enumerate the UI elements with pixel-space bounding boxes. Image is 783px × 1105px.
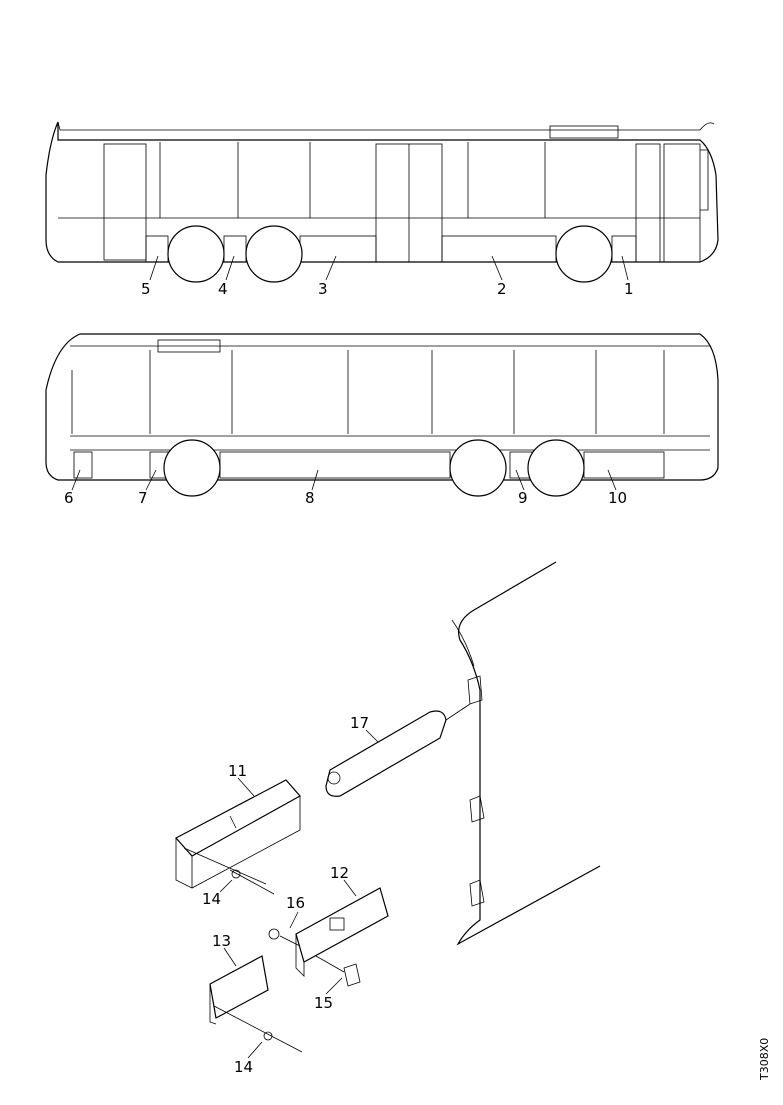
callout-8: 8 [305, 489, 315, 507]
callout-14-lower: 14 [234, 1058, 253, 1076]
drawing-reference-code: T308X0 [758, 1038, 771, 1081]
callout-9: 9 [518, 489, 528, 507]
callout-5: 5 [141, 280, 151, 298]
bus-side-view-left [45, 333, 719, 497]
callout-11: 11 [228, 762, 247, 780]
callout-7: 7 [138, 489, 148, 507]
mounting-detail-exploded [175, 561, 601, 1059]
callout-14-upper: 14 [202, 890, 221, 908]
callout-12: 12 [330, 864, 349, 882]
callout-6: 6 [64, 489, 74, 507]
bus-side-view-right [45, 121, 719, 283]
callout-3: 3 [318, 280, 328, 298]
callout-17: 17 [350, 714, 369, 732]
callout-16: 16 [286, 894, 305, 912]
callout-15: 15 [314, 994, 333, 1012]
callout-13: 13 [212, 932, 231, 950]
callout-4: 4 [218, 280, 228, 298]
callout-10: 10 [608, 489, 627, 507]
callout-1: 1 [624, 280, 634, 298]
callout-2: 2 [497, 280, 507, 298]
